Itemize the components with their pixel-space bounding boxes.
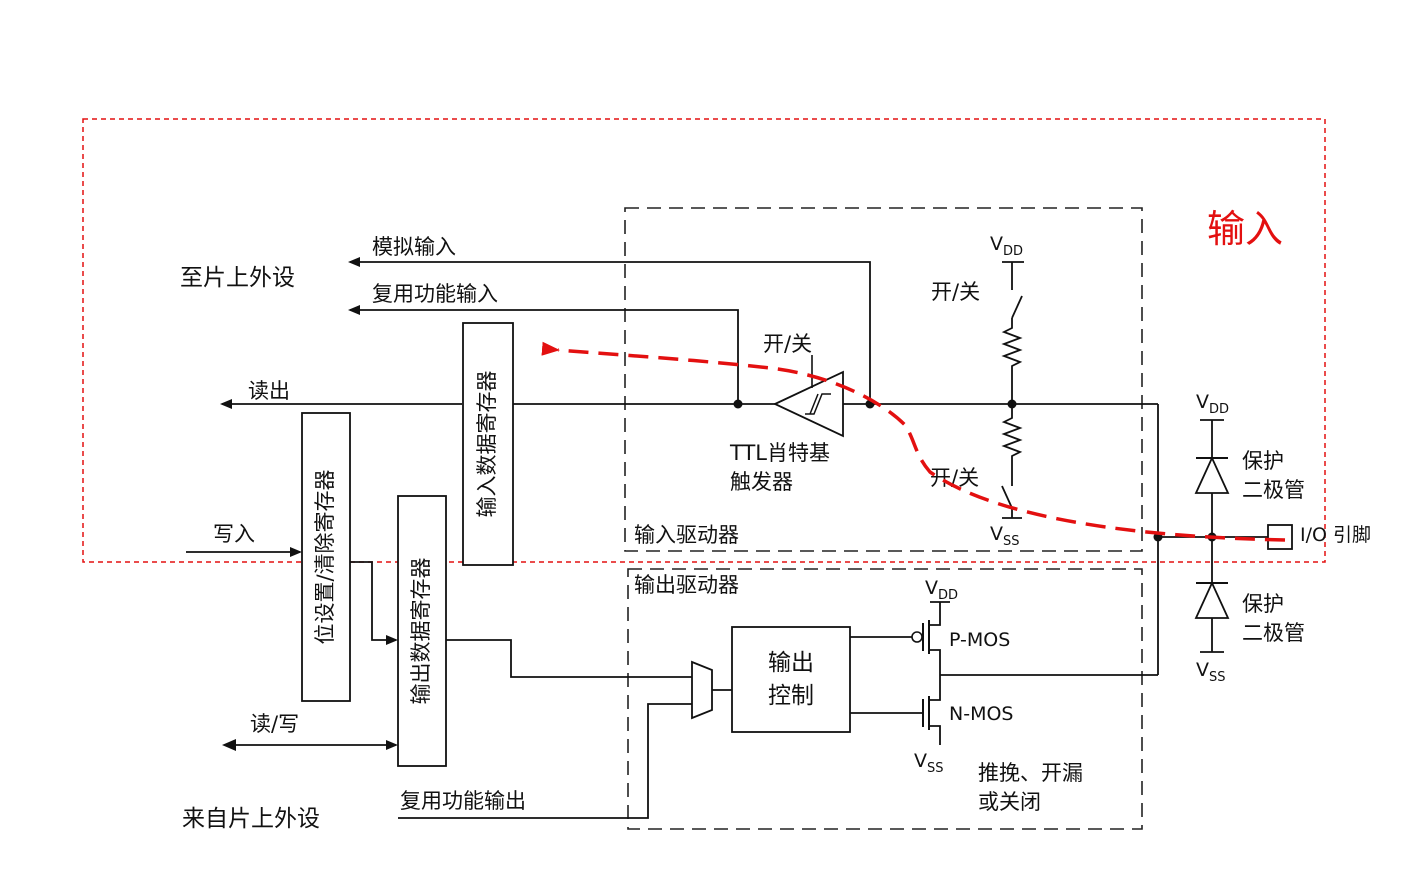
vss-diode-label: VSS [1196, 659, 1226, 685]
protection-diode-1-label-2: 二极管 [1242, 478, 1305, 502]
pulldown-switch [1001, 485, 1013, 509]
output-mode-label-1: 推挽、开漏 [978, 761, 1083, 785]
output-mode-label-2: 或关闭 [978, 790, 1041, 814]
schmitt-switch-label: 开/关 [763, 332, 812, 356]
io-pin-label: I/O 引脚 [1300, 524, 1371, 546]
pullup-switch-label: 开/关 [931, 280, 980, 304]
pmos-source [929, 602, 941, 626]
vss-out-label: VSS [914, 750, 944, 776]
input-highlight-region [82, 118, 1326, 563]
nmos-drain [929, 675, 941, 701]
output-driver-label: 输出驱动器 [634, 573, 739, 597]
vdd-out-label: VDD [925, 577, 958, 603]
output-mux [691, 660, 713, 720]
analog-input-label: 模拟输入 [372, 235, 456, 259]
input-data-register-label: 输入数据寄存器 [475, 371, 499, 518]
analog-input-wire [348, 257, 871, 405]
pullup-resistor [1001, 318, 1023, 404]
vss-input-label: VSS [990, 523, 1020, 549]
output-driver-box [627, 568, 1143, 830]
write-in-label: 写入 [213, 522, 255, 546]
input-driver-label: 输入驱动器 [634, 523, 739, 547]
pmos-gate-bubble [911, 631, 923, 643]
input-highlight-label: 输入 [1207, 207, 1283, 251]
protection-diode-2-label-1: 保护 [1242, 592, 1284, 616]
vdd-top-label: VDD [990, 233, 1023, 259]
output-data-register [397, 495, 447, 767]
pmos-label: P-MOS [949, 629, 1010, 651]
bsrr-to-odr-wire [350, 561, 398, 645]
alt-input-wire [348, 305, 739, 403]
output-control-label-2: 控制 [768, 683, 814, 709]
protection-diode-2-label-2: 二极管 [1242, 621, 1305, 645]
alt-output-label: 复用功能输出 [400, 789, 526, 813]
nmos-source [929, 725, 941, 745]
pmos-drain [929, 649, 941, 675]
input-data-register [462, 322, 514, 566]
output-control-label-1: 输出 [768, 650, 814, 676]
output-control-block [731, 626, 851, 733]
bit-set-reset-register [301, 412, 351, 702]
pulldown-resistor [1001, 404, 1023, 486]
junction-dot [733, 399, 743, 409]
alt-output-wire [398, 703, 692, 819]
schmitt-label-1: TTL肖特基 [729, 441, 830, 465]
to-periph-label: 至片上外设 [180, 265, 295, 291]
schmitt-label-2: 触发器 [730, 470, 793, 494]
output-data-register-label: 输出数据寄存器 [409, 558, 433, 705]
nmos-label: N-MOS [949, 703, 1013, 725]
from-periph-label: 来自片上外设 [182, 806, 320, 832]
protection-diode-1-icon [1194, 455, 1230, 494]
io-pin [1267, 524, 1293, 550]
vdd-diode-label: VDD [1196, 391, 1229, 417]
input-driver-box [624, 207, 1143, 552]
input-path-arrow [541, 341, 1286, 542]
read-write-label: 读/写 [250, 712, 299, 736]
schmitt-trigger-icon [772, 370, 844, 438]
schmitt-hysteresis-icon [805, 393, 831, 415]
alt-input-label: 复用功能输入 [372, 282, 498, 306]
read-out-label: 读出 [248, 379, 290, 403]
bit-set-reset-register-label: 位设置/清除寄存器 [313, 469, 337, 644]
read-write-arrowhead [222, 739, 236, 751]
protection-diode-2-icon [1194, 580, 1230, 619]
pullup-switch [1011, 295, 1023, 319]
protection-diode-1-label-1: 保护 [1242, 449, 1284, 473]
odr-to-mux-wire [446, 639, 692, 678]
